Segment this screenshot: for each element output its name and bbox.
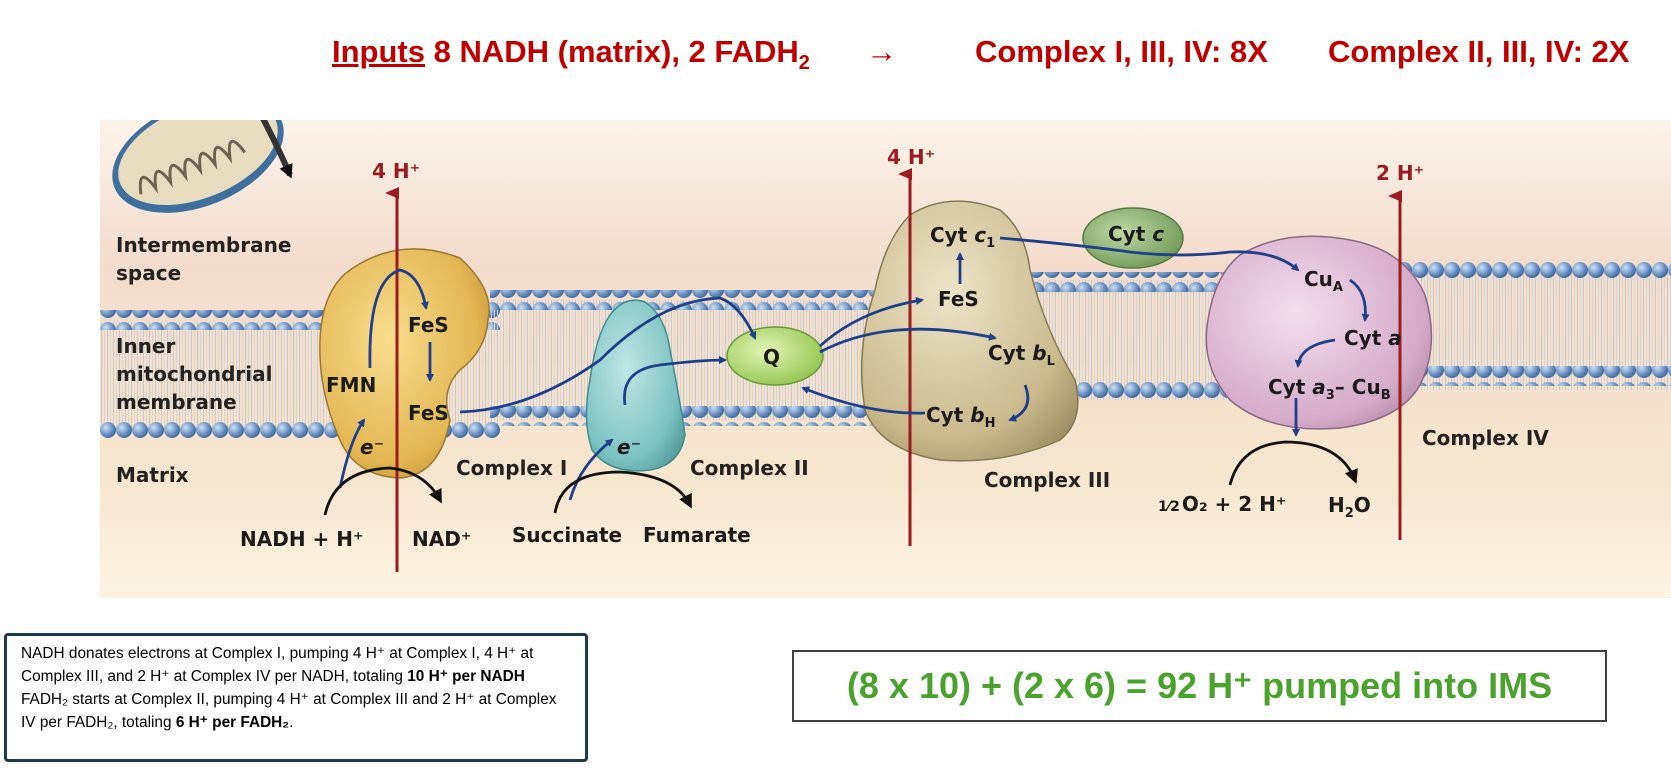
result-equation: (8 x 10) + (2 x 6) = 92 H⁺ pumped into I…: [846, 665, 1553, 706]
note-fadh2-text: FADH₂ starts at Complex II, pumping 4 H⁺…: [21, 691, 557, 731]
proton-arrows: [385, 168, 1402, 572]
label-matrix: Matrix: [116, 463, 189, 487]
label-4h-complex-1: 4 H⁺: [372, 159, 420, 183]
electron-arrows: [338, 236, 1370, 501]
complex-2-shape: [585, 299, 686, 472]
label-fes-complex-3: FeS: [938, 287, 979, 311]
label-complex-4: Complex IV: [1422, 426, 1549, 450]
label-inner-membrane-2: mitochondrial: [116, 362, 272, 386]
mitochondrion-icon: [112, 79, 293, 213]
note-fadh2: FADH₂ starts at Complex II, pumping 4 H⁺…: [21, 688, 571, 734]
label-complex-3: Complex III: [984, 468, 1110, 492]
label-2h-complex-4: 2 H⁺: [1376, 161, 1424, 185]
label-electron-complex-2: e⁻: [617, 435, 641, 459]
label-fumarate: Fumarate: [643, 523, 751, 547]
label-cyt-bl: Cyt bL: [988, 341, 1055, 369]
note-fadh2-period: .: [289, 714, 294, 731]
header-inputs: Inputs 8 NADH (matrix), 2 FADH2 → Comple…: [0, 34, 1671, 84]
etc-diagram: Intermembrane space Inner mitochondrial …: [100, 79, 1671, 598]
label-inner-membrane-3: membrane: [116, 390, 237, 414]
label-cyt-c: Cyt c: [1108, 222, 1164, 246]
label-succinate: Succinate: [512, 523, 622, 547]
label-intermembrane-space-1: Intermembrane: [116, 233, 291, 257]
header-complex-2-3-4: Complex II, III, IV: 2X: [1328, 34, 1630, 69]
label-complex-2: Complex II: [690, 456, 809, 480]
label-intermembrane-space-2: space: [116, 261, 181, 285]
label-water: H2O: [1328, 493, 1371, 521]
label-cu-a: CuA: [1304, 267, 1343, 295]
note-nadh-total: 10 H⁺ per NADH: [407, 668, 525, 685]
label-q: Q: [763, 345, 780, 369]
label-cyt-bh: Cyt bH: [926, 403, 995, 431]
label-electron-complex-1: e⁻: [360, 435, 384, 459]
label-fmn: FMN: [326, 373, 376, 397]
label-nadh: NADH + H⁺: [240, 527, 364, 551]
label-complex-1: Complex I: [456, 456, 567, 480]
header-complex-1-3-4: Complex I, III, IV: 8X: [975, 34, 1268, 69]
label-fes-bottom: FeS: [408, 401, 449, 425]
note-nadh-text: NADH donates electrons at Complex I, pum…: [21, 645, 534, 685]
explanation-note: NADH donates electrons at Complex I, pum…: [4, 633, 588, 762]
nadh-reaction-arrow: [323, 466, 442, 516]
complex-3-shape: [860, 200, 1079, 462]
cyt-c-shape: [1082, 207, 1184, 269]
label-cyt-a3-cub: Cyt a3– CuB: [1268, 375, 1391, 403]
label-inner-membrane-1: Inner: [116, 334, 175, 358]
header-arrow: →: [866, 34, 897, 69]
q-shape: [726, 326, 824, 386]
label-cyt-c1: Cyt c1: [930, 223, 995, 251]
inputs-value: 8 NADH (matrix), 2 FADH: [425, 34, 799, 69]
inputs-subscript: 2: [798, 52, 810, 75]
etc-diagram-svg: Intermembrane space Inner mitochondrial …: [100, 79, 1671, 598]
inputs-label: Inputs: [332, 34, 425, 69]
oxygen-reaction-arrow: [1228, 440, 1358, 486]
note-fadh2-total: 6 H⁺ per FADH₂: [175, 714, 290, 731]
label-fes-top: FeS: [408, 313, 449, 337]
reaction-arrows: [323, 440, 1358, 516]
inputs-text: Inputs 8 NADH (matrix), 2 FADH2: [332, 34, 810, 75]
succinate-reaction-arrow: [553, 470, 692, 514]
label-cyt-a: Cyt a: [1344, 326, 1402, 350]
result-equation-box: (8 x 10) + (2 x 6) = 92 H⁺ pumped into I…: [792, 650, 1607, 722]
label-4h-complex-3: 4 H⁺: [887, 145, 935, 169]
label-nad: NAD⁺: [412, 527, 471, 551]
note-nadh: NADH donates electrons at Complex I, pum…: [21, 642, 571, 688]
complex-4-shape: [1205, 235, 1433, 430]
